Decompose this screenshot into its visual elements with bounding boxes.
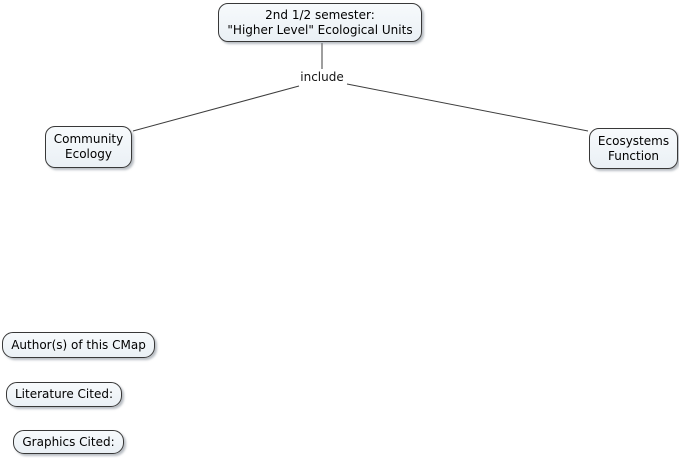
concept-node-community-ecology[interactable]: Community Ecology: [45, 126, 132, 168]
link-label-include[interactable]: include: [298, 70, 346, 85]
concept-node-literature-cited[interactable]: Literature Cited:: [6, 382, 122, 407]
link-line-to-ecosystems[interactable]: [346, 83, 589, 132]
concept-node-graphics-cited[interactable]: Graphics Cited:: [13, 430, 124, 454]
concept-node-ecosystems-function[interactable]: Ecosystems Function: [589, 128, 678, 169]
concept-node-authors[interactable]: Author(s) of this CMap: [2, 332, 155, 358]
link-line-to-community[interactable]: [132, 85, 300, 132]
concept-node-semester-ecological-units[interactable]: 2nd 1/2 semester: "Higher Level" Ecologi…: [218, 3, 422, 42]
